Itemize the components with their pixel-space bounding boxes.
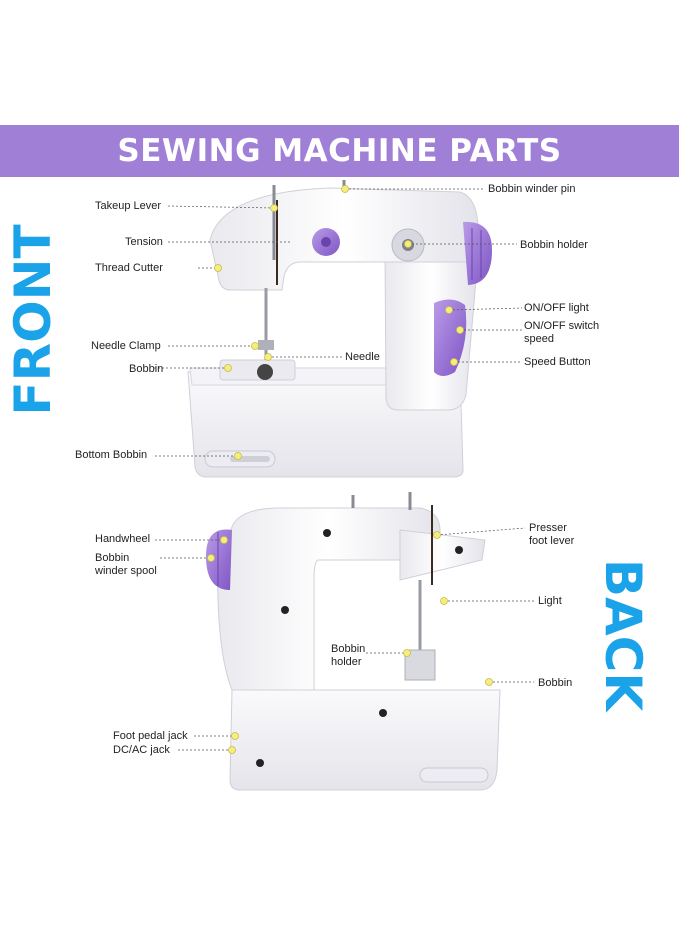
label-presser-foot-lever: Presser foot lever — [529, 522, 574, 548]
back-machine — [206, 492, 501, 791]
label-dcac-jack: DC/AC jack — [113, 744, 170, 756]
label-bobbin-holder-back-line2: holder — [331, 656, 362, 668]
back-leader-lines — [155, 527, 534, 751]
front-leader-lines — [154, 188, 523, 457]
label-bobbin-holder-front: Bobbin holder — [520, 239, 588, 251]
label-bobbin-front: Bobbin — [129, 363, 164, 375]
label-thread-cutter: Thread Cutter — [95, 262, 163, 274]
label-onoff-switch-speed-line1: ON/OFF switch — [524, 320, 600, 332]
page-title: SEWING MACHINE PARTS — [117, 133, 562, 169]
label-bottom-bobbin: Bottom Bobbin — [75, 449, 148, 461]
label-presser-foot-lever-line1: Presser — [529, 522, 567, 534]
label-needle: Needle — [345, 351, 380, 363]
label-onoff-light: ON/OFF light — [524, 302, 589, 314]
label-handwheel: Handwheel — [95, 533, 151, 545]
label-takeup-lever: Takeup Lever — [95, 200, 162, 212]
label-bobbin-winder-pin: Bobbin winder pin — [488, 183, 576, 195]
label-bobbin-winder-spool: Bobbin winder spool — [95, 552, 157, 578]
label-foot-pedal-jack: Foot pedal jack — [113, 730, 188, 742]
label-light: Light — [538, 595, 562, 607]
label-onoff-switch-speed-line2: speed — [524, 333, 554, 345]
label-bobbin-holder-back: Bobbin holder — [331, 643, 365, 669]
label-presser-foot-lever-line2: foot lever — [529, 535, 575, 547]
label-bobbin-back: Bobbin — [538, 677, 573, 689]
front-machine — [187, 180, 492, 478]
title-banner: SEWING MACHINE PARTS — [0, 125, 679, 177]
label-onoff-switch-speed: ON/OFF switch speed — [524, 320, 599, 346]
label-bobbin-holder-back-line1: Bobbin — [331, 643, 366, 655]
label-bobbin-winder-spool-line1: Bobbin — [95, 552, 130, 564]
back-markers — [207, 531, 493, 754]
front-markers — [214, 185, 464, 460]
label-tension: Tension — [125, 236, 163, 248]
label-needle-clamp: Needle Clamp — [91, 340, 161, 352]
label-bobbin-winder-spool-line2: winder spool — [95, 565, 157, 577]
label-speed-button: Speed Button — [524, 356, 591, 368]
